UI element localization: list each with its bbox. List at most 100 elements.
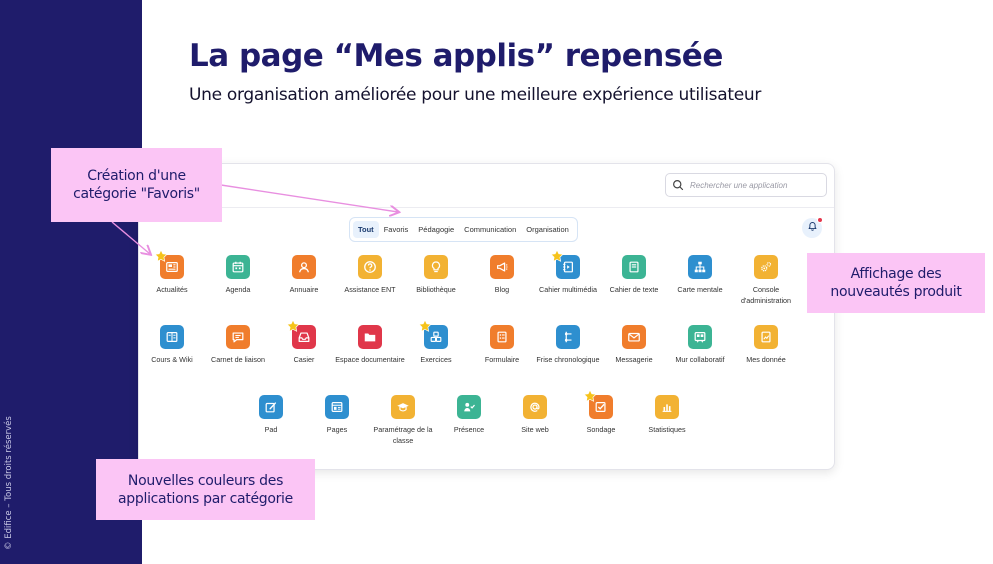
app-tile[interactable]: [523, 395, 547, 419]
app-cahier-multimedia[interactable]: Cahier multimédia: [529, 249, 607, 295]
timeline-icon: [564, 331, 572, 343]
app-label: Casier: [293, 355, 315, 364]
app-exercices[interactable]: Exercices: [397, 319, 475, 365]
app-tile[interactable]: [754, 325, 778, 349]
app-tile[interactable]: [622, 255, 646, 279]
app-espace-documentaire[interactable]: Espace documentaire: [331, 325, 409, 365]
app-agenda[interactable]: Agenda: [199, 255, 277, 295]
app-frise-chronologique[interactable]: Frise chronologique: [529, 325, 607, 365]
pages-icon: [331, 402, 343, 412]
app-tile[interactable]: [286, 319, 316, 349]
app-console-d-administration[interactable]: Console d'administration: [727, 255, 805, 306]
app-sondage[interactable]: Sondage: [562, 389, 640, 435]
folder-icon: [364, 333, 376, 342]
app-annuaire[interactable]: Annuaire: [265, 255, 343, 295]
app-site-web[interactable]: Site web: [496, 395, 574, 435]
app-carnet-de-liaison[interactable]: Carnet de liaison: [199, 325, 277, 365]
bell-icon: [807, 219, 818, 237]
app-label: Cahier de texte: [609, 285, 659, 294]
app-label: Espace documentaire: [335, 355, 405, 364]
app-tile[interactable]: [325, 395, 349, 419]
tab-tout[interactable]: Tout: [353, 221, 379, 238]
app-tile[interactable]: [490, 325, 514, 349]
app-cours-wiki[interactable]: Cours & Wiki: [133, 325, 211, 365]
app-tile[interactable]: [358, 325, 382, 349]
search-placeholder[interactable]: Rechercher une application: [690, 180, 788, 190]
form-icon: [497, 331, 507, 343]
app-label: Formulaire: [484, 355, 520, 364]
favorite-star-icon: [286, 319, 300, 332]
app-tile[interactable]: [550, 249, 580, 279]
apps-window-header: Rechercher une application: [139, 164, 834, 208]
slide-subtitle: Une organisation améliorée pour une meil…: [189, 85, 762, 105]
at-icon: [530, 402, 540, 412]
app-tile[interactable]: [391, 395, 415, 419]
app-label: Annuaire: [289, 285, 319, 294]
app-tile[interactable]: [259, 395, 283, 419]
app-label: Agenda: [225, 285, 251, 294]
app-blog[interactable]: Blog: [463, 255, 541, 295]
app-tile[interactable]: [754, 255, 778, 279]
favorite-star-icon: [550, 249, 564, 262]
app-assistance-ent[interactable]: Assistance ENT: [331, 255, 409, 295]
app-tile[interactable]: [292, 255, 316, 279]
pad-icon: [265, 402, 277, 413]
app-label: Bibliothèque: [416, 285, 456, 294]
app-tile[interactable]: [457, 395, 481, 419]
app-casier[interactable]: Casier: [265, 319, 343, 365]
app-tile[interactable]: [154, 249, 184, 279]
app-label: Présence: [453, 425, 485, 434]
app-pages[interactable]: Pages: [298, 395, 376, 435]
app-statistiques[interactable]: Statistiques: [628, 395, 706, 435]
notifications-button[interactable]: [802, 217, 823, 238]
wiki-icon: [166, 332, 178, 342]
app-cahier-de-texte[interactable]: Cahier de texte: [595, 255, 673, 295]
app-tile[interactable]: [226, 325, 250, 349]
app-tile[interactable]: [160, 325, 184, 349]
app-label: Frise chronologique: [536, 355, 600, 364]
favorite-star-icon: [583, 389, 597, 402]
app-label: Cahier multimédia: [539, 285, 597, 294]
app-mes-donnee[interactable]: Mes donnée: [727, 325, 805, 365]
app-tile[interactable]: [688, 255, 712, 279]
category-tabs: Tout Favoris Pédagogie Communication Org…: [349, 217, 578, 242]
tab-organisation[interactable]: Organisation: [526, 225, 569, 234]
app-label: Cours & Wiki: [151, 355, 193, 364]
app-tile[interactable]: [226, 255, 250, 279]
app-label: Pad: [264, 425, 278, 434]
app-tile[interactable]: [418, 319, 448, 349]
app-tile[interactable]: [622, 325, 646, 349]
app-tile[interactable]: [583, 389, 613, 419]
search-box[interactable]: Rechercher une application: [665, 173, 827, 197]
app-formulaire[interactable]: Formulaire: [463, 325, 541, 365]
app-label: Messagerie: [615, 355, 653, 364]
board-icon: [694, 332, 706, 343]
app-presence[interactable]: Présence: [430, 395, 508, 435]
book-icon: [629, 261, 639, 273]
app-tile[interactable]: [556, 325, 580, 349]
app-tile[interactable]: [688, 325, 712, 349]
megaphone-icon: [497, 262, 508, 272]
notebook-icon: [563, 261, 573, 273]
tab-communication[interactable]: Communication: [464, 225, 517, 234]
app-label: Sondage: [586, 425, 616, 434]
app-label: Exercices: [420, 355, 452, 364]
app-actualites[interactable]: Actualités: [133, 249, 211, 295]
app-carte-mentale[interactable]: Carte mentale: [661, 255, 739, 295]
newspaper-icon: [166, 262, 178, 272]
app-messagerie[interactable]: Messagerie: [595, 325, 673, 365]
app-pad[interactable]: Pad: [232, 395, 310, 435]
tab-favoris[interactable]: Favoris: [383, 225, 409, 234]
app-tile[interactable]: [358, 255, 382, 279]
app-mur-collaboratif[interactable]: Mur collaboratif: [661, 325, 739, 365]
calendar-icon: [232, 261, 244, 273]
graduation-icon: [397, 403, 409, 412]
app-parametrage-de-la-classe[interactable]: Paramétrage de la classe: [364, 395, 442, 446]
message-icon: [232, 332, 244, 343]
app-tile[interactable]: [424, 255, 448, 279]
app-tile[interactable]: [490, 255, 514, 279]
app-bibliotheque[interactable]: Bibliothèque: [397, 255, 475, 295]
tab-pedagogie[interactable]: Pédagogie: [418, 225, 455, 234]
app-tile[interactable]: [655, 395, 679, 419]
